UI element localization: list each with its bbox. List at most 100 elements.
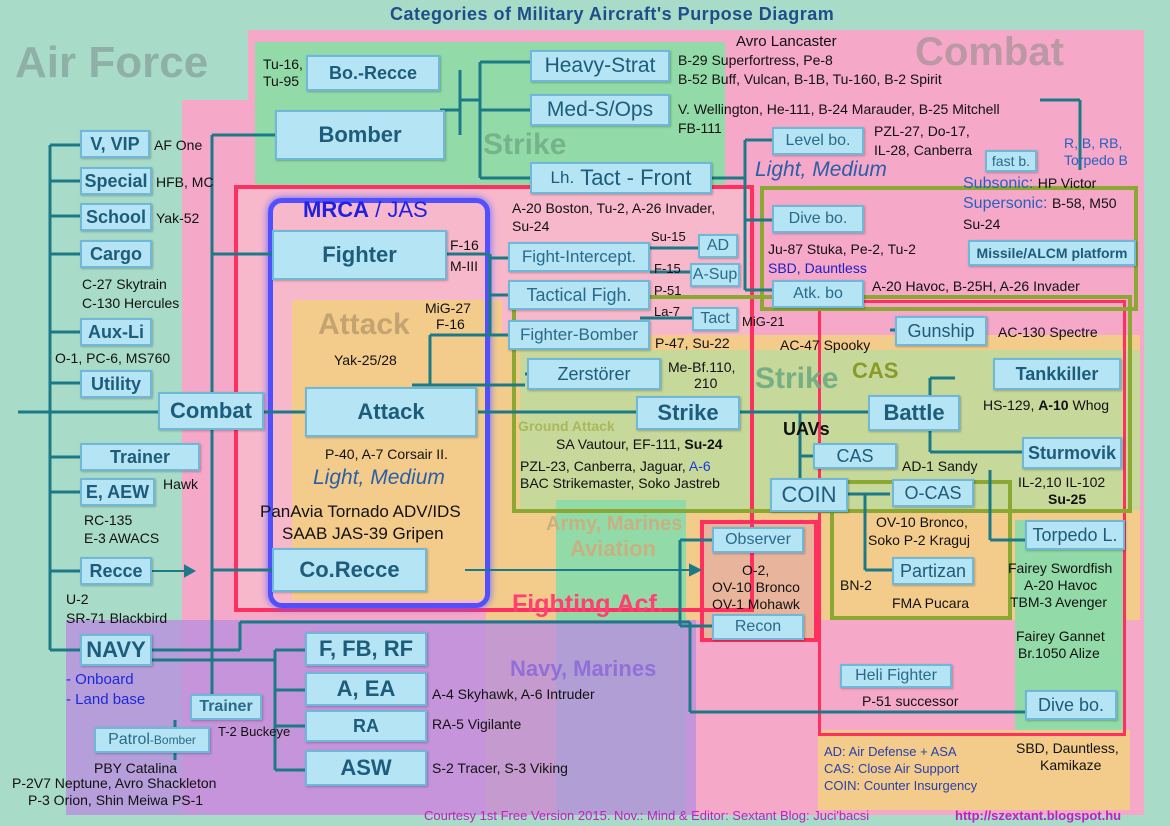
torpedo-note-3: TBM-3 Avenger [1010, 594, 1108, 610]
sturmovik-box[interactable]: Sturmovik [1022, 437, 1122, 469]
observer-note-1: O-2, [742, 562, 770, 578]
navy-trainer-note: T-2 Buckeye [218, 724, 291, 739]
tankkiller-box[interactable]: Tankkiller [993, 358, 1121, 390]
dive-bo-box[interactable]: Dive bo. [772, 205, 864, 233]
o-cas-box[interactable]: O-CAS [892, 479, 974, 507]
torpedo-box[interactable]: Torpedo L. [1025, 520, 1125, 550]
fighter-bomber-box[interactable]: Fighter-Bomber [508, 320, 650, 350]
tact-box[interactable]: Tact [692, 307, 738, 331]
patrol-box[interactable]: Patrol-Bomber [94, 727, 210, 753]
footer-credit: Courtesy 1st Free Version 2015. Nov.: Mi… [424, 808, 870, 823]
special-box[interactable]: Special [80, 167, 152, 195]
f-fb-rf-box[interactable]: F, FB, RF [305, 632, 427, 666]
a-sup-box[interactable]: A-Sup [690, 263, 740, 287]
tact-front-note-1: A-20 Boston, Tu-2, A-26 Invader, [512, 200, 716, 216]
school-box[interactable]: School [80, 203, 152, 231]
trainer-box[interactable]: Trainer [80, 443, 200, 471]
ad-box[interactable]: AD [698, 234, 738, 258]
fast-b-note-1: R, B, RB, [1064, 135, 1123, 151]
e-aew-box[interactable]: E, AEW [80, 478, 155, 506]
recce-note-2: SR-71 Blackbird [66, 610, 168, 626]
attack-note: P-40, A-7 Corsair II. [325, 446, 448, 462]
ground-note-2b: A-6 [688, 458, 711, 474]
observer-box[interactable]: Observer [712, 527, 804, 553]
red-frame-observer [700, 520, 818, 642]
fast-b-box[interactable]: fast b. [985, 150, 1037, 172]
atk-bo-box[interactable]: Atk. bo [772, 280, 864, 308]
mrca-label: MRCA / JAS [303, 197, 428, 223]
attack-region-label: Attack [318, 308, 410, 341]
med-s-ops-note-1: V. Wellington, He-111, B-24 Marauder, B-… [678, 101, 1000, 117]
battle-box[interactable]: Battle [868, 395, 960, 431]
a-ea-box[interactable]: A, EA [305, 672, 427, 706]
tact-front-prefix: Lh. [550, 168, 575, 187]
dive-bo-navy-note-2: Kamikaze [1040, 757, 1102, 773]
attack-box[interactable]: Attack [305, 387, 477, 437]
med-s-ops-box[interactable]: Med-S/Ops [530, 94, 670, 126]
partizan-note-2: FMA Pucara [892, 595, 970, 611]
coin-box[interactable]: COIN [770, 478, 848, 512]
fighter-bomber-note-1: MiG-27 [425, 300, 471, 316]
strike-box[interactable]: Strike [636, 396, 740, 430]
recce-box[interactable]: Recce [80, 557, 152, 585]
gripen-note: SAAB JAS-39 Gripen [282, 524, 444, 543]
missile-platform-box[interactable]: Missile/ALCM platform [968, 240, 1136, 266]
heavy-strat-note-0: Avro Lancaster [736, 33, 837, 50]
heavy-strat-note-1: B-29 Superfortress, Pe-8 [678, 52, 833, 68]
cargo-box[interactable]: Cargo [80, 240, 152, 268]
recon-box[interactable]: Recon [712, 614, 804, 640]
bomber-box[interactable]: Bomber [275, 110, 445, 160]
dive-bo-note-1: Ju-87 Stuka, Pe-2, Tu-2 [768, 241, 916, 257]
dive-bo-navy-box[interactable]: Dive bo. [1025, 690, 1117, 720]
navy-trainer-box[interactable]: Trainer [190, 694, 262, 720]
o-cas-note-2: Soko P-2 Kraguj [868, 532, 970, 548]
fight-intercept-box[interactable]: Fight-Intercept. [508, 242, 650, 272]
patrol-note-2: P-2V7 Neptune, Avro Shackleton [12, 775, 217, 791]
light-medium-top-label: Light, Medium [755, 158, 887, 181]
aux-li-box[interactable]: Aux-Li [80, 318, 152, 346]
level-bo-box[interactable]: Level bo. [772, 127, 864, 155]
partizan-box[interactable]: Partizan [892, 557, 974, 585]
air-force-label: Air Force [15, 38, 209, 87]
tact-note-3: MiG-21 [742, 314, 785, 329]
v-vip-note: AF One [154, 137, 203, 153]
observer-note-2: OV-10 Bronco [712, 579, 800, 595]
supersonic-title: Supersonic: [963, 195, 1048, 212]
observer-note-3: OV-1 Mohawk [712, 596, 800, 612]
ground-note-1a: SA Vautour, EF-111, [556, 436, 681, 452]
heli-fighter-box[interactable]: Heli Fighter [840, 664, 952, 688]
ra-box[interactable]: RA [305, 710, 427, 742]
zerstorer-note-2: 210 [694, 375, 718, 391]
tact-front-box[interactable]: Lh. Tact - Front [530, 162, 712, 194]
e-aew-note-1: RC-135 [84, 512, 133, 528]
ad-note: Su-15 [651, 229, 686, 244]
navy-box[interactable]: NAVY [80, 634, 152, 666]
gunship-box[interactable]: Gunship [895, 316, 987, 346]
tankkiller-note-bold: A-10 [1038, 397, 1069, 413]
dive-bo-navy-note-1: SBD, Dauntless, [1016, 740, 1119, 756]
cas-box[interactable]: CAS [813, 443, 897, 469]
utility-box[interactable]: Utility [80, 370, 152, 398]
legend-orange [818, 730, 1130, 810]
combat-box[interactable]: Combat [158, 392, 264, 430]
v-vip-box[interactable]: V, VIP [80, 130, 150, 158]
tankkiller-note: HS-129, A-10 Whog [983, 397, 1109, 414]
zerstorer-box[interactable]: Zerstörer [527, 358, 661, 390]
partizan-note-1: BN-2 [840, 577, 872, 593]
patrol-note-1: PBY Catalina [94, 760, 178, 776]
bo-recce-box[interactable]: Bo.-Recce [306, 55, 440, 91]
co-recce-box[interactable]: Co.Recce [272, 548, 427, 592]
tact-front-label: Tact - Front [580, 165, 692, 190]
tactical-figh-box[interactable]: Tactical Figh. [508, 280, 650, 310]
heavy-strat-note-2: B-52 Buff, Vulcan, B-1B, Tu-160, B-2 Spi… [678, 71, 942, 87]
atk-bo-note: A-20 Havoc, B-25H, A-26 Invader [872, 278, 1080, 294]
trainer-note: Hawk [163, 476, 199, 492]
footer-url[interactable]: http://szextant.blogspot.hu [955, 808, 1122, 823]
heavy-strat-box[interactable]: Heavy-Strat [530, 50, 670, 82]
asw-box[interactable]: ASW [305, 750, 427, 786]
cargo-note-1: C-27 Skytrain [82, 276, 167, 292]
navy-marines-label: Navy, Marines [510, 656, 657, 681]
red-frame-right [818, 300, 1126, 736]
ra-note: RA-5 Vigilante [432, 716, 522, 732]
fighter-box[interactable]: Fighter [272, 230, 447, 280]
